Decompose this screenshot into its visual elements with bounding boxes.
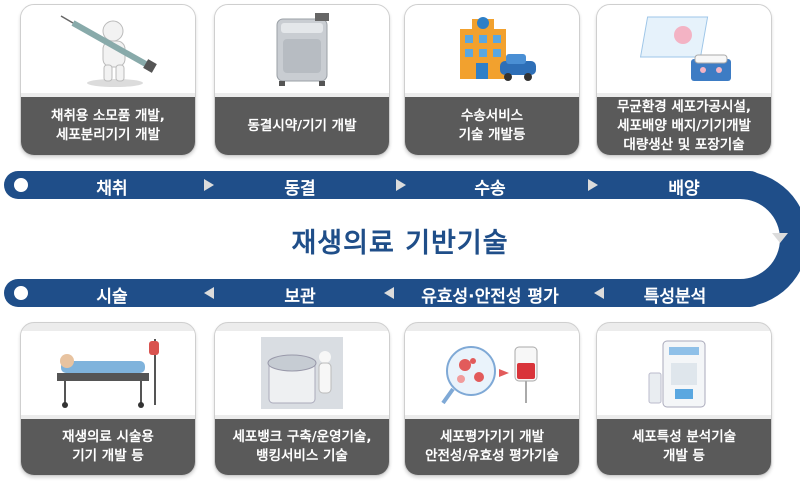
hospital-car-icon — [405, 5, 579, 93]
card-culture: 무균환경 세포가공시설, 세포배양 배지/기기개발 대량생산 및 포장기술 — [596, 4, 772, 156]
stage-label-storage: 보관 — [284, 287, 316, 307]
diagram-title: 재생의료 기반기술 — [291, 228, 509, 259]
arrow-left-icon — [384, 287, 394, 299]
card-harvest: 채취용 소모품 개발, 세포분리기기 개발 — [20, 4, 196, 156]
arrow-down-icon — [772, 233, 788, 243]
flow-start-dot — [12, 176, 30, 194]
stage-caption: 수송서비스 기술 개발등 — [405, 97, 579, 155]
arrow-left-icon — [594, 287, 604, 299]
stage-label-freeze: 동결 — [284, 179, 316, 199]
flow-end-dot — [12, 284, 30, 302]
card-freeze: 동결시약/기기 개발 — [214, 4, 390, 156]
stage-caption: 세포평가기기 개발 안전성/유효성 평가기술 — [405, 419, 579, 475]
stage-caption: 동결시약/기기 개발 — [215, 97, 389, 155]
cryo-bank-icon — [215, 331, 389, 415]
stage-label-harvest: 채취 — [96, 179, 128, 199]
culture-dish-icon — [597, 5, 771, 93]
top-flow-band — [4, 171, 764, 199]
patient-bed-icon — [21, 331, 195, 415]
cell-evaluation-icon — [405, 331, 579, 415]
arrow-left-icon — [204, 287, 214, 299]
freezer-tank-icon — [215, 5, 389, 93]
stage-label-analysis: 특성분석 — [643, 287, 707, 307]
card-storage: 세포뱅크 구축/운영기술, 뱅킹서비스 기술 — [214, 322, 390, 476]
arrow-right-icon — [396, 179, 406, 191]
stage-label-procedure: 시술 — [96, 287, 128, 307]
card-analysis: 세포특성 분석기술 개발 등 — [596, 322, 772, 476]
arrow-right-icon — [588, 179, 598, 191]
arrow-right-icon — [204, 179, 214, 191]
stage-label-transport: 수송 — [474, 179, 506, 199]
stage-label-evaluation: 유효성·안전성 평가 — [421, 287, 559, 307]
stage-caption: 재생의료 시술용 기기 개발 등 — [21, 419, 195, 475]
card-procedure: 재생의료 시술용 기기 개발 등 — [20, 322, 196, 476]
card-evaluation: 세포평가기기 개발 안전성/유효성 평가기술 — [404, 322, 580, 476]
flow-curve — [740, 171, 800, 307]
card-transport: 수송서비스 기술 개발등 — [404, 4, 580, 156]
stage-label-culture: 배양 — [668, 179, 700, 199]
analyzer-machine-icon — [597, 331, 771, 415]
stage-caption: 세포특성 분석기술 개발 등 — [597, 419, 771, 475]
stage-caption: 채취용 소모품 개발, 세포분리기기 개발 — [21, 97, 195, 155]
stage-caption: 세포뱅크 구축/운영기술, 뱅킹서비스 기술 — [215, 419, 389, 475]
stage-caption: 무균환경 세포가공시설, 세포배양 배지/기기개발 대량생산 및 포장기술 — [597, 97, 771, 155]
syringe-figure-icon — [21, 5, 195, 93]
